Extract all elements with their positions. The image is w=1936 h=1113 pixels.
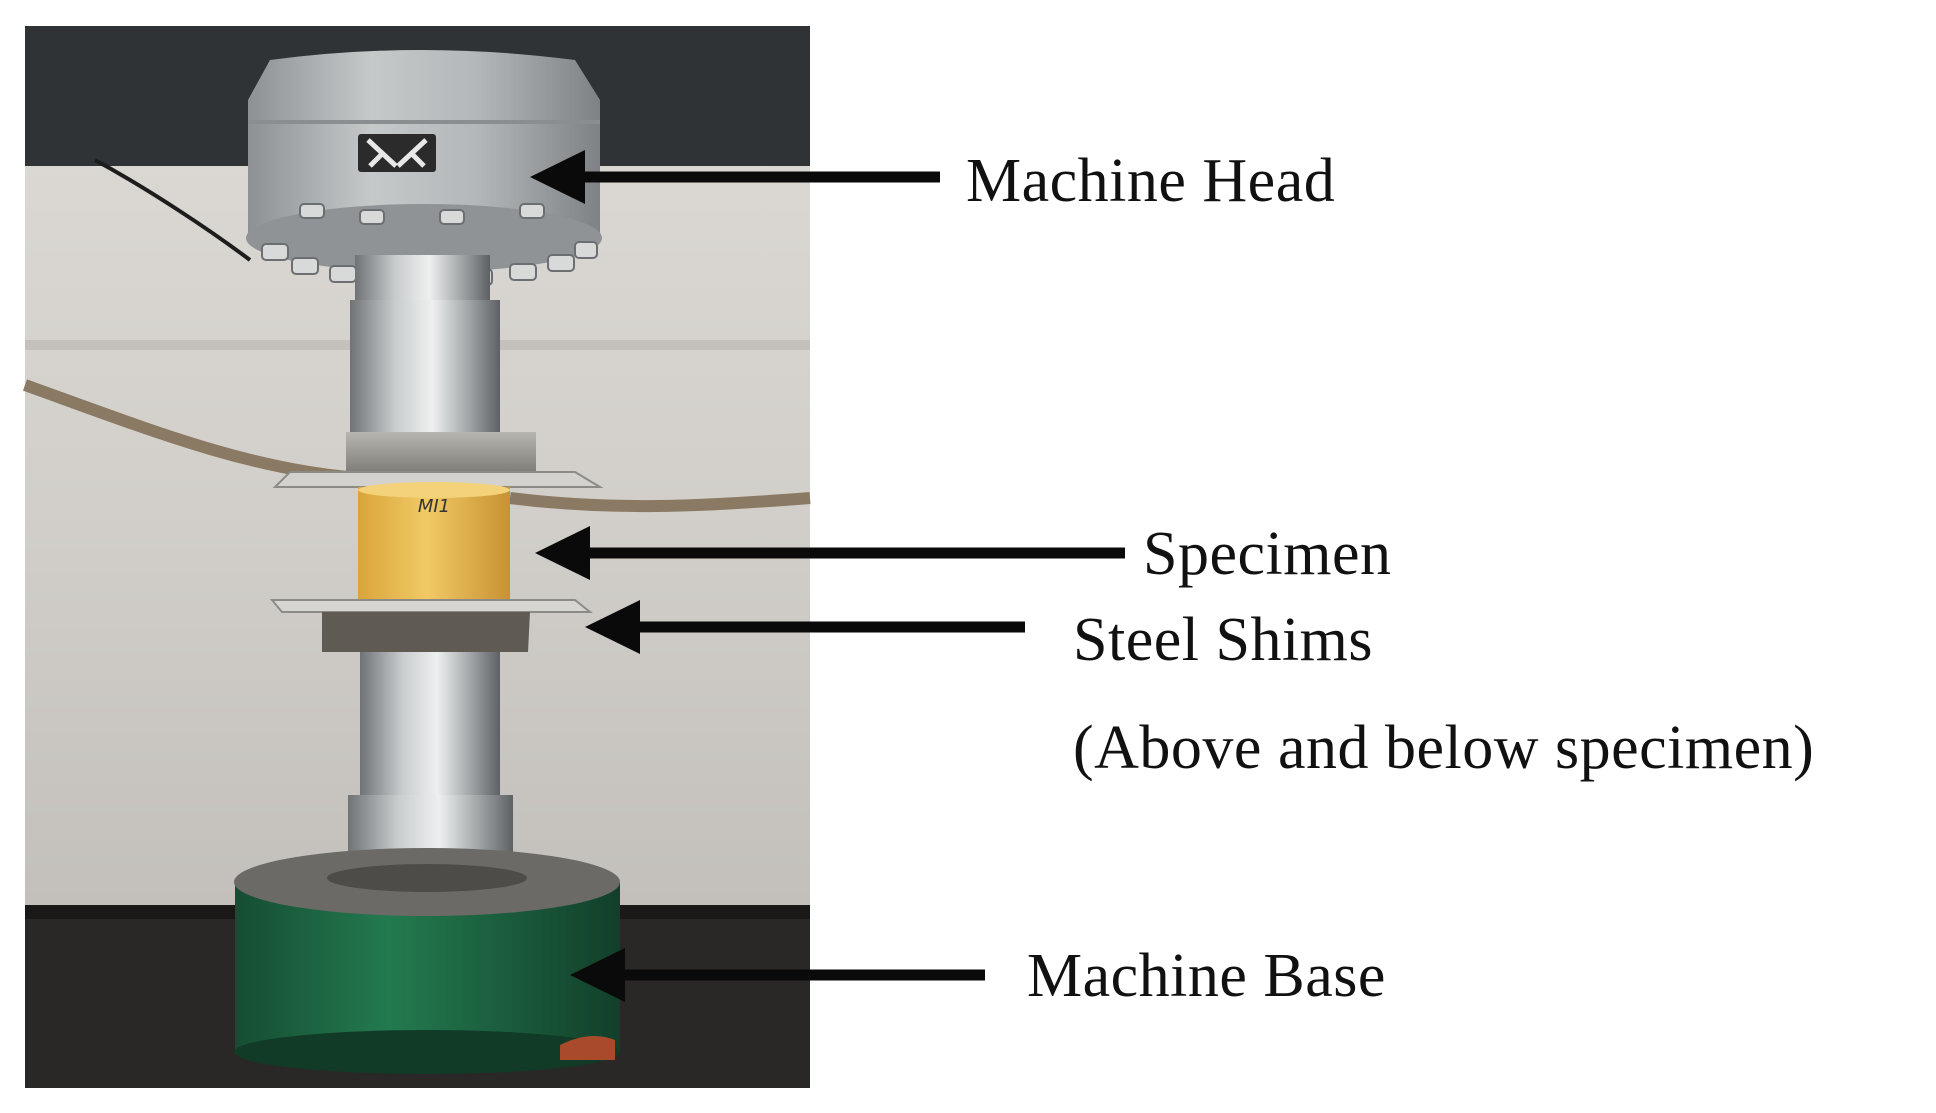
upper-collar [355, 255, 490, 305]
crossed-figures-logo-icon [358, 134, 436, 172]
lower-shaft [360, 652, 500, 802]
label-steel-shims: Steel Shims [1073, 606, 1374, 674]
upper-steel-shim [272, 471, 604, 488]
arrow-machine-head [530, 150, 940, 204]
lower-steel-shim [269, 599, 593, 613]
lower-platen [322, 612, 530, 652]
upper-platen [346, 432, 536, 476]
arrow-steel-shims [585, 600, 1025, 654]
arrow-specimen [535, 526, 1125, 580]
wire [94, 158, 252, 262]
arrow-machine-base [570, 948, 985, 1002]
label-machine-base: Machine Base [1027, 942, 1386, 1010]
upper-shaft [350, 300, 500, 450]
specimen-marking: MI1 [418, 496, 450, 517]
machine-base [234, 848, 620, 1074]
label-machine-head: Machine Head [966, 147, 1336, 215]
machine-head [246, 50, 602, 288]
label-steel-shims-note: (Above and below specimen) [1073, 714, 1815, 782]
label-specimen: Specimen [1143, 520, 1392, 588]
specimen: MI1 [358, 482, 510, 602]
